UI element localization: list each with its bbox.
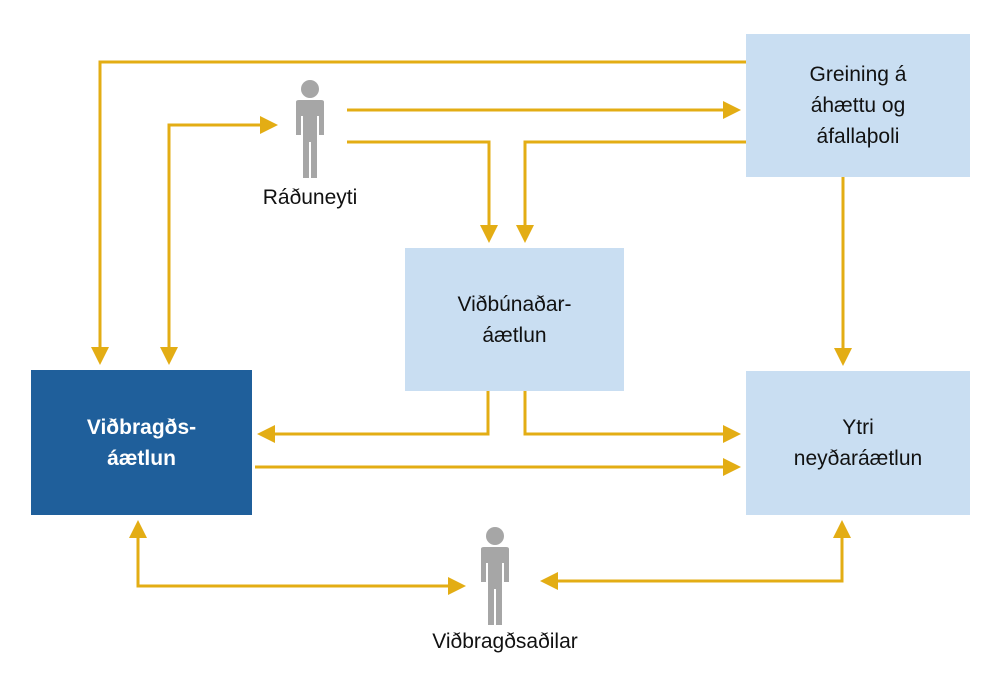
node-vidbunadaraaetlun-label: Viðbúnaðar- áætlun — [457, 292, 572, 347]
node-vidbragdsaaetlun-label: Viðbragðs- áætlun — [86, 415, 197, 470]
node-greining-label: Greining á áhættu og áfallaþoli — [809, 63, 907, 148]
arrow-greining-to-vidbragds — [91, 60, 746, 365]
actor-vidbragdsadilar-label: Viðbragðsaðilar — [432, 630, 578, 653]
node-vidbunadaraaetlun: Viðbúnaðar- áætlun — [405, 248, 624, 391]
arrow-raduneyti-vidbragds — [167, 116, 278, 362]
person-icon — [296, 80, 324, 178]
node-greining: Greining á áhættu og áfallaþoli — [746, 34, 970, 177]
arrow-ytri-vidbragdsadilar — [540, 523, 844, 590]
arrow-vidbunadar-to-vidbragds — [257, 391, 490, 443]
arrow-vidbunadar-to-ytri — [523, 391, 741, 443]
node-ytri-label: Ytri neyðaráætlun — [793, 416, 923, 470]
node-ytri-neydaraaetlun: Ytri neyðaráætlun — [746, 371, 970, 515]
person-icon — [481, 527, 509, 625]
arrow-raduneyti-to-vidbunadar — [347, 140, 498, 243]
arrow-vidbragds-vidbragdsadilar — [136, 523, 466, 595]
actor-raduneyti-label: Ráðuneyti — [262, 186, 358, 209]
arrow-greining-to-vidbunadar — [516, 140, 746, 243]
node-vidbragdsaaetlun: Viðbragðs- áætlun — [31, 370, 252, 515]
